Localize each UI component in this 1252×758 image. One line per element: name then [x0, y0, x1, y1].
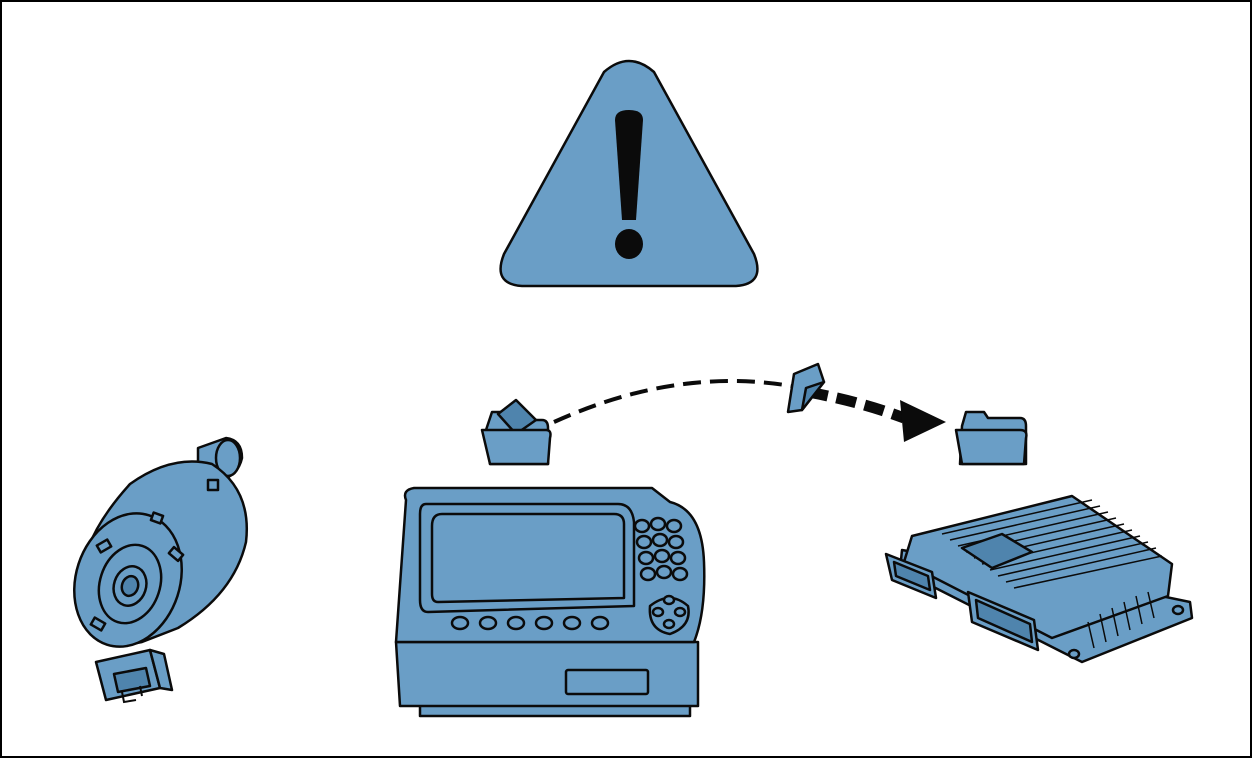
electric-motor-icon: [73, 436, 248, 704]
diagnostic-tool-icon: [394, 486, 706, 718]
transfer-arrow-icon: [553, 378, 946, 442]
folder-icon: [480, 398, 552, 466]
folder-icon: [954, 410, 1028, 466]
ecu-module-icon: [884, 494, 1194, 664]
document-icon: [786, 362, 826, 414]
soft-keys: [450, 615, 610, 631]
side-fins: [1087, 591, 1155, 649]
warning-triangle-icon: [499, 59, 759, 288]
keypad: [633, 516, 690, 636]
